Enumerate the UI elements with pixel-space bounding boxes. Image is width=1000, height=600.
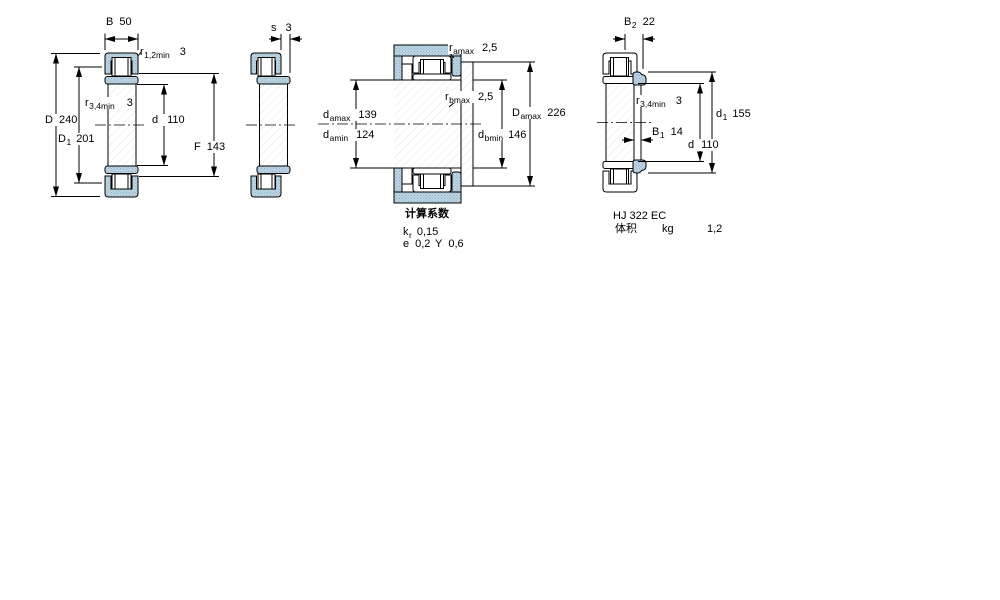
cage-lines-top — [260, 57, 273, 76]
cage-lines-top — [613, 57, 627, 76]
hj-mass-value: 1,2 — [707, 223, 723, 235]
housing-shoulder-top — [451, 55, 462, 77]
hj-mass-unit: kg — [662, 223, 674, 235]
cage-lines-top — [114, 57, 129, 76]
ext-lines-d — [638, 83, 704, 162]
inner-ring-bottom — [412, 167, 452, 175]
leader-r12 — [138, 51, 142, 56]
hj-ring-top — [632, 71, 647, 86]
inner-ring-top — [104, 76, 139, 85]
inner-ring-bottom — [104, 165, 139, 174]
outer-ring-bottom — [250, 175, 282, 198]
inner-ring-bottom — [602, 161, 638, 169]
inner-ring-top — [412, 73, 452, 81]
ext-lines-F — [139, 73, 219, 177]
cage-lines-bottom — [423, 174, 441, 189]
spacer-block-bottom — [401, 167, 413, 185]
ext-lines-Da — [462, 61, 535, 187]
hj-ring-bottom — [632, 159, 647, 174]
view-axial-displacement-section — [246, 34, 302, 198]
hj-mass-label: 体积 — [615, 223, 637, 235]
cage-lines-top — [423, 59, 441, 74]
spacer-block-top — [401, 63, 413, 81]
shaft-shoulder-left-bottom — [393, 167, 403, 193]
ext-lines-d1 — [648, 71, 716, 174]
ext-lines-B — [104, 33, 139, 50]
hj-designation: HJ 322 EC — [613, 210, 667, 222]
inner-ring-top — [256, 76, 291, 85]
inner-ring-bottom — [256, 165, 291, 174]
ext-lines-D — [51, 53, 100, 197]
calc-factors-title: 计算系数 — [405, 208, 449, 220]
inner-ring-top — [602, 76, 638, 84]
housing-bottom — [393, 191, 462, 204]
ext-lines-s — [280, 34, 291, 73]
housing-shoulder-bottom — [451, 171, 462, 193]
view-bearing-with-hj-ring — [597, 34, 716, 193]
outer-ring-bottom — [104, 175, 139, 198]
view-mounting-abutments — [318, 44, 535, 204]
shaft-shoulder-left-top — [393, 55, 403, 81]
